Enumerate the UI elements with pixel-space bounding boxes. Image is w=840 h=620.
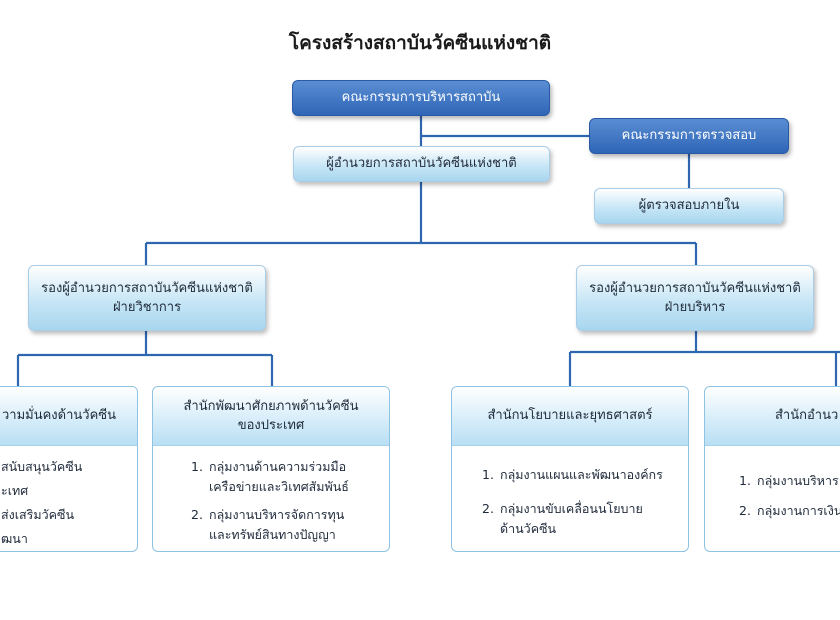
item-text-line: เครือข่ายและวิเทศสัมพันธ์	[209, 479, 349, 494]
office-1-title: วามมั่นคงด้านวัคซีน	[0, 387, 137, 446]
item-number: 2.	[739, 503, 751, 518]
item-text-line: กลุ่มงานบริหาร	[757, 473, 839, 488]
board-label: คณะกรรมการบริหารสถาบัน	[341, 90, 501, 106]
audit-committee-box: คณะกรรมการตรวจสอบ	[589, 118, 789, 154]
office-1-items: สนับสนุนวัคซีน ะเทศ ส่งเสริมวัคซีน ฒนา	[0, 445, 137, 551]
item-number: 1.	[191, 459, 203, 474]
item-text-line: กลุ่มงานแผนและพัฒนาองค์กร	[500, 467, 663, 482]
office-4-item-2: 2. กลุ่มงานการเงิน	[739, 501, 840, 523]
office-4-title: สำนักอำนว	[705, 387, 840, 446]
office-card-4: สำนักอำนว 1. กลุ่มงานบริหาร 2. กลุ่มงานก…	[704, 386, 840, 552]
office-card-2: สำนักพัฒนาศักยภาพด้านวัคซีน ของประเทศ 1.…	[152, 386, 390, 552]
office-1-title-line1: วามมั่นคงด้านวัคซีน	[1, 408, 116, 424]
item-number: 2.	[191, 507, 203, 522]
item-text-line: ด้านวัคซีน	[500, 521, 557, 536]
board-box: คณะกรรมการบริหารสถาบัน	[292, 80, 550, 116]
deputy-academic-line2: ฝ่ายวิชาการ	[112, 300, 182, 315]
audit-committee-label: คณะกรรมการตรวจสอบ	[621, 128, 757, 144]
item-text-line: กลุ่มงานการเงิน	[757, 503, 840, 518]
office-4-items: 1. กลุ่มงานบริหาร 2. กลุ่มงานการเงิน	[705, 445, 840, 551]
item-text-line: กลุ่มงานขับเคลื่อนนโยบาย	[500, 501, 643, 516]
deputy-academic-box: รองผู้อำนวยการสถาบันวัคซีนแห่งชาติ ฝ่ายว…	[28, 265, 266, 331]
item-number: 2.	[482, 501, 494, 516]
item-text-line: กลุ่มงานบริหารจัดการทุน	[209, 507, 345, 522]
item-number: 1.	[739, 473, 751, 488]
office-3-item-2: 2. กลุ่มงานขับเคลื่อนนโยบาย ด้านวัคซีน	[482, 499, 682, 539]
office-3-item-1: 1. กลุ่มงานแผนและพัฒนาองค์กร	[482, 465, 682, 487]
office-3-items: 1. กลุ่มงานแผนและพัฒนาองค์กร 2. กลุ่มงาน…	[452, 445, 688, 551]
office-2-item-1: 1. กลุ่มงานด้านความร่วมมือ เครือข่ายและว…	[191, 457, 381, 497]
office-1-item-text: ะเทศ	[1, 483, 29, 498]
internal-audit-label: ผู้ตรวจสอบภายใน	[638, 198, 740, 214]
office-1-item-text: สนับสนุนวัคซีน	[1, 459, 83, 474]
office-2-title-line2: ของประเทศ	[237, 418, 305, 433]
director-label: ผู้อำนวยการสถาบันวัคซีนแห่งชาติ	[326, 156, 517, 172]
item-text-line: และทรัพย์สินทางปัญญา	[209, 527, 336, 542]
item-text-line: กลุ่มงานด้านความร่วมมือ	[209, 459, 347, 474]
deputy-admin-box: รองผู้อำนวยการสถาบันวัคซีนแห่งชาติ ฝ่ายบ…	[576, 265, 814, 331]
office-card-3: สำนักนโยบายและยุทธศาสตร์ 1. กลุ่มงานแผนแ…	[451, 386, 689, 552]
office-4-title-line1: สำนักอำนว	[775, 408, 839, 424]
deputy-admin-line1: รองผู้อำนวยการสถาบันวัคซีนแห่งชาติ	[589, 280, 801, 296]
office-2-title: สำนักพัฒนาศักยภาพด้านวัคซีน ของประเทศ	[153, 387, 389, 446]
office-card-1: วามมั่นคงด้านวัคซีน สนับสนุนวัคซีน ะเทศ …	[0, 386, 138, 552]
office-1-item-text: ฒนา	[1, 531, 28, 546]
deputy-academic-line1: รองผู้อำนวยการสถาบันวัคซีนแห่งชาติ	[41, 280, 253, 296]
office-4-item-1: 1. กลุ่มงานบริหาร	[739, 471, 840, 493]
office-3-title: สำนักนโยบายและยุทธศาสตร์	[452, 387, 688, 446]
office-2-items: 1. กลุ่มงานด้านความร่วมมือ เครือข่ายและว…	[153, 445, 389, 551]
chart-title: โครงสร้างสถาบันวัคซีนแห่งชาติ	[288, 32, 552, 54]
deputy-admin-line2: ฝ่ายบริหาร	[664, 300, 726, 315]
office-2-title-line1: สำนักพัฒนาศักยภาพด้านวัคซีน	[183, 398, 359, 414]
office-2-item-2: 2. กลุ่มงานบริหารจัดการทุน และทรัพย์สินท…	[191, 505, 381, 545]
director-box: ผู้อำนวยการสถาบันวัคซีนแห่งชาติ	[293, 146, 550, 182]
office-1-item-text: ส่งเสริมวัคซีน	[1, 507, 74, 522]
office-3-title-line1: สำนักนโยบายและยุทธศาสตร์	[487, 408, 653, 424]
item-number: 1.	[482, 467, 494, 482]
internal-audit-box: ผู้ตรวจสอบภายใน	[594, 188, 784, 224]
